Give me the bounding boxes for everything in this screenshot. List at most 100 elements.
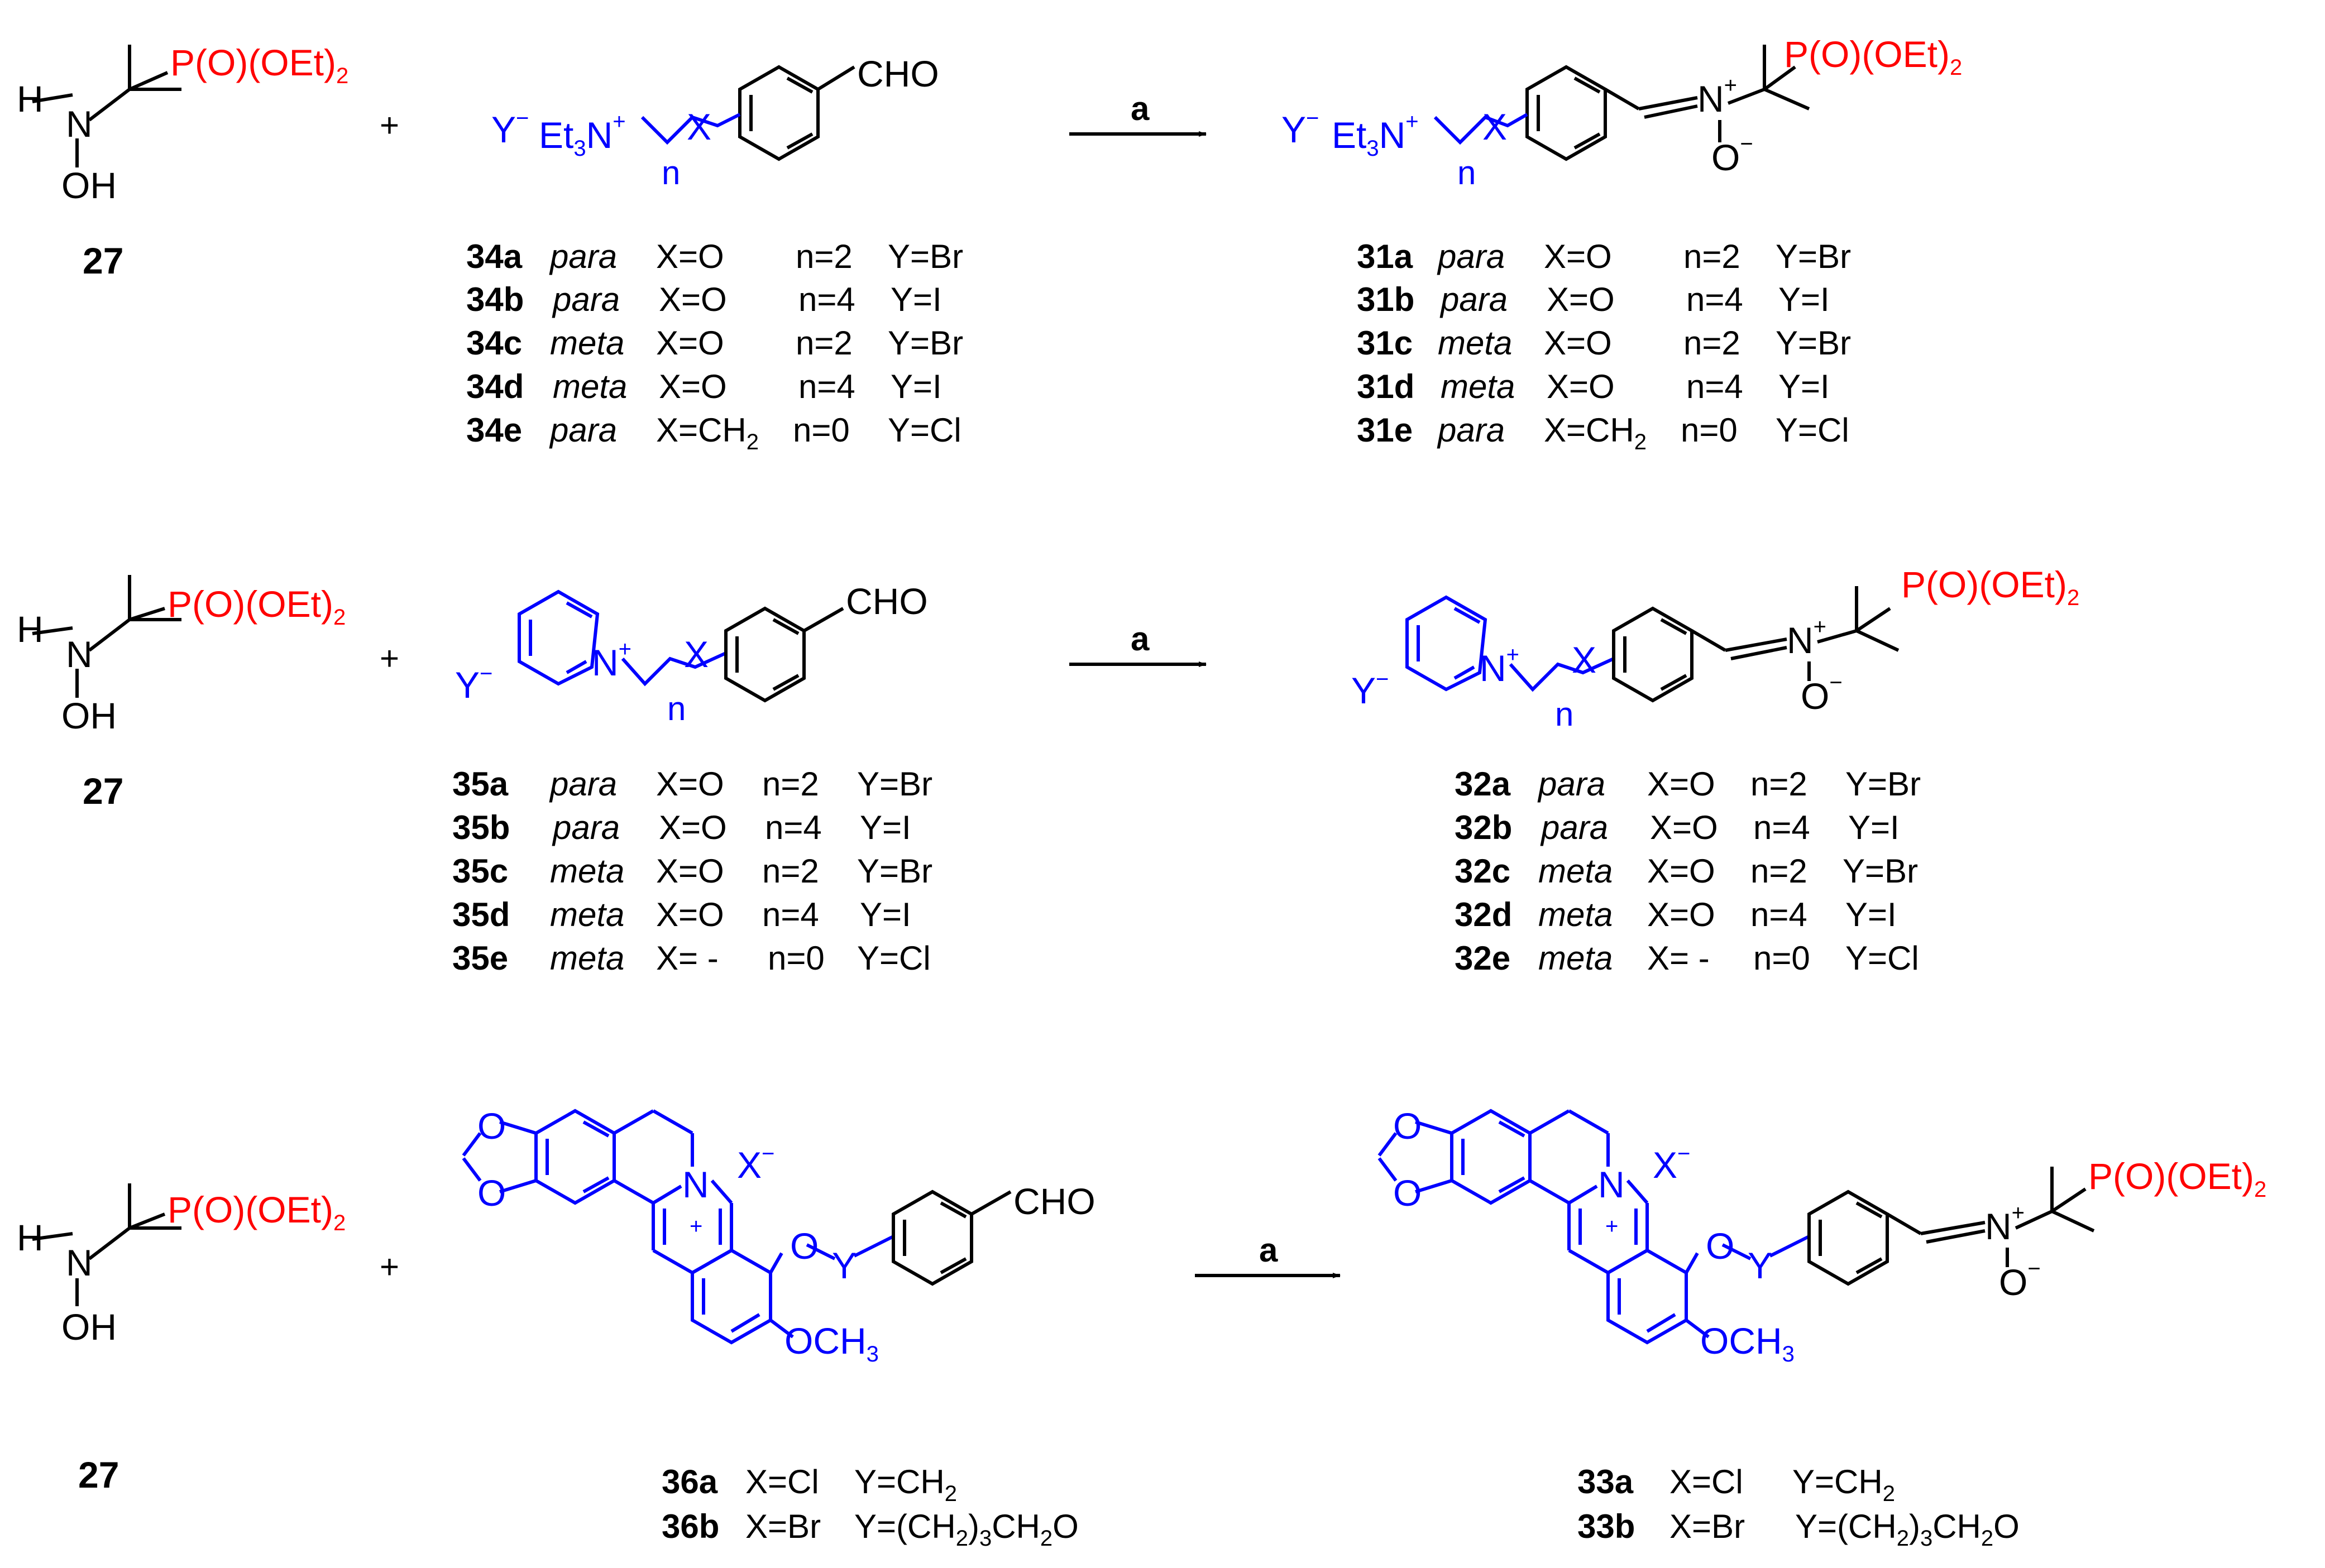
variant-table-31: 31a para X=O n=2 Y=Br 31b para X=O n=4 Y… [1357,238,1851,454]
svg-text:n=0: n=0 [768,939,825,977]
phosphonate-subscript: 2 [336,64,348,88]
svg-text:34a: 34a [466,238,523,275]
ether-oxygen: O [790,1225,819,1267]
svg-text:35e: 35e [452,939,508,977]
svg-text:Y=CH2: Y=CH2 [1792,1463,1895,1506]
nitrone-oxygen: O− [1999,1257,2041,1303]
svg-text:Y=Cl: Y=Cl [888,411,961,449]
svg-text:para: para [1540,809,1608,846]
svg-text:31e: 31e [1357,411,1413,449]
chain-length-n: n [1555,696,1573,733]
variant-row: 36b X=Br Y=(CH2)3CH2O [662,1508,1079,1551]
svg-text:Y=CH2: Y=CH2 [854,1463,957,1506]
dioxole-oxygen-bottom: O [1393,1172,1422,1214]
svg-text:X=Br: X=Br [745,1508,821,1545]
variant-row: 32b para X=O n=4 Y=I [1455,809,1900,846]
berberine-aldehyde-36-structure: CHO O O N + X− O Y OCH3 [462,1105,1095,1366]
svg-text:32d: 32d [1455,896,1512,933]
svg-text:n=0: n=0 [1753,939,1810,977]
counterion-y: Y− [1281,106,1319,150]
svg-text:32a: 32a [1455,765,1511,803]
variant-row: 32a para X=O n=2 Y=Br [1455,765,1921,803]
counterion-x: X− [737,1142,774,1186]
pyridinium-ring [1405,595,1487,692]
row-1: P(O)(OEt)2 H N OH 27 + CHO Y− Et3N+ [17,33,1962,454]
svg-text:Y=Cl: Y=Cl [1845,939,1919,977]
svg-text:Y=Br: Y=Br [888,324,963,362]
aldehyde-group: CHO [857,53,939,94]
berberine-nitrone-33-structure: N+ O− P(O)(OEt)2 O O N + X− O Y OCH3 [1377,1105,2266,1366]
svg-text:para: para [549,765,617,803]
variant-row: 32c meta X=O n=2 Y=Br [1455,852,1918,890]
reagent-27-row1: P(O)(OEt)2 H N OH 27 [17,42,348,281]
nitrone-32-structure: N+ O− P(O)(OEt)2 Y− N+ X n [1351,564,2079,733]
plus-sign: + [380,1248,399,1286]
hydroxyl-label: OH [61,695,117,736]
variant-row: 31b para X=O n=4 Y=I [1357,281,1830,318]
svg-text:X=Br: X=Br [1669,1508,1745,1545]
svg-text:para: para [1437,238,1505,275]
linker-y: Y [1748,1245,1772,1286]
svg-text:X=O: X=O [1647,765,1715,803]
svg-text:X=O: X=O [656,896,724,933]
variant-row: 36a X=Cl Y=CH2 [662,1463,957,1506]
nitrone-nitrogen: N+ [1697,73,1737,119]
svg-text:X=O: X=O [656,238,724,275]
svg-text:32c: 32c [1455,852,1510,890]
nitrogen-label: N [66,103,93,145]
variant-row: 35b para X=O n=4 Y=I [452,809,911,846]
svg-text:Y=I: Y=I [891,368,942,405]
methoxy-group: OCH3 [1700,1320,1795,1366]
svg-text:n=2: n=2 [1683,324,1740,362]
svg-text:X=O: X=O [1547,368,1615,405]
svg-text:Y=I: Y=I [891,281,942,318]
svg-text:meta: meta [1441,368,1515,405]
aldehyde-group: CHO [1013,1181,1095,1222]
svg-text:X=CH2: X=CH2 [656,411,759,454]
svg-text:X=O: X=O [1547,281,1615,318]
svg-text:n=0: n=0 [793,411,850,449]
svg-text:meta: meta [550,939,624,977]
svg-text:33b: 33b [1577,1508,1635,1545]
svg-text:meta: meta [1538,896,1613,933]
plus-sign: + [380,640,399,677]
benzene-ring [892,1190,973,1286]
variant-row: 31c meta X=O n=2 Y=Br [1357,324,1851,362]
svg-text:Y=(CH2)3CH2O: Y=(CH2)3CH2O [1795,1508,2020,1551]
variant-row: 35a para X=O n=2 Y=Br [452,765,932,803]
svg-text:X= -: X= - [1647,939,1710,977]
svg-text:X=O: X=O [1544,238,1612,275]
svg-text:36a: 36a [662,1463,718,1500]
pyridinium-nitrogen: N+ [1480,642,1519,689]
triethylammonium: Et3N+ [539,109,626,161]
svg-text:34e: 34e [466,411,522,449]
svg-text:X=O: X=O [1544,324,1612,362]
variant-table-34: 34a para X=O n=2 Y=Br 34b para X=O n=4 Y… [466,238,963,454]
benzene-ring [1525,65,1607,161]
variant-row: 35c meta X=O n=2 Y=Br [452,852,932,890]
svg-text:Y=I: Y=I [1778,368,1830,405]
linker-x: X [1482,106,1507,147]
svg-text:X=O: X=O [1647,852,1715,890]
svg-text:meta: meta [550,324,624,362]
svg-text:meta: meta [550,896,624,933]
nitrogen-label: N [66,1242,93,1283]
arrow-condition: a [1131,620,1150,658]
phosphonate-text: P(O)(OEt) [170,42,336,83]
svg-text:X=O: X=O [656,765,724,803]
svg-text:n=2: n=2 [796,324,853,362]
variant-row: 34a para X=O n=2 Y=Br [466,238,963,275]
isoquinolinium-charge: + [690,1214,702,1239]
svg-text:meta: meta [1538,852,1613,890]
svg-text:Y=I: Y=I [1778,281,1830,318]
svg-text:P(O)(OEt)2: P(O)(OEt)2 [170,42,348,88]
chain-length-n: n [1457,154,1476,191]
benzene-ring [1807,1190,1889,1286]
nitrone-nitrogen: N+ [1787,615,1826,661]
aldehyde-34-structure: CHO Y− Et3N+ X n [491,53,939,191]
svg-text:32b: 32b [1455,809,1512,846]
svg-text:31d: 31d [1357,368,1414,405]
svg-text:Y=Br: Y=Br [857,765,932,803]
svg-text:meta: meta [550,852,624,890]
svg-text:Y=Br: Y=Br [1843,852,1918,890]
